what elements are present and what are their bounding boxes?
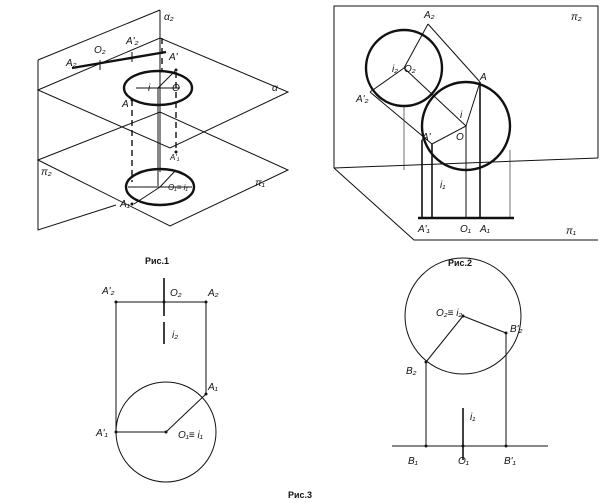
figure-3-left: A'₂ O₂ A₂ i₂ A₁ A'₁ O₁≡ i₁ <box>95 278 219 483</box>
label-O: O <box>172 83 180 94</box>
radius-O2-B2 <box>425 315 464 363</box>
label-A: A <box>479 72 487 83</box>
radius-lower-2 <box>133 186 161 205</box>
label-A1: A₁ <box>207 382 218 393</box>
label-A: A <box>121 99 129 110</box>
point-A2 <box>204 300 208 304</box>
figure-2: π₂ A₂ i₂ O₂ A A'₂ i A' O i₁ A'₁ O₁ A₁ π₁… <box>333 5 599 268</box>
figure-3-right: O₂≡ i₂ B'₂ B₂ i₁ B₁ O₁ B'₁ <box>392 257 548 467</box>
label-A2: A₂ <box>65 58 77 69</box>
label-A1p: A'₁ <box>417 224 430 235</box>
label-A2: A₂ <box>207 288 219 299</box>
radius-O2-A2p <box>369 67 405 93</box>
point-B1 <box>424 444 428 448</box>
label-pi1: π₁ <box>566 226 576 237</box>
radius-O-A <box>465 81 481 127</box>
plane-pi2-edge <box>37 60 117 231</box>
figure-1: α₂ α π₂ π₁ A₂ O₂ A'₂ A' A i O A'₁ O₁≡ i₁… <box>36 9 290 266</box>
caption-fig3: Рис.3 <box>288 490 312 500</box>
label-O1: O₁ <box>460 224 471 235</box>
point-O1 <box>164 430 168 434</box>
label-O2: O₂ <box>94 45 106 56</box>
label-pi1: π₁ <box>255 178 265 189</box>
plane-alpha <box>36 37 290 149</box>
label-i2: i₂ <box>392 64 398 75</box>
point-A1p <box>114 430 118 434</box>
label-O1i1: O₁≡ i₁ <box>178 430 203 441</box>
label-O1i1: O₁≡ i₁ <box>168 183 188 192</box>
plane-pi1 <box>36 111 290 227</box>
label-i2: i₂ <box>172 330 178 341</box>
label-alpha2: α₂ <box>164 12 174 23</box>
radius-O2-B2p <box>462 315 507 334</box>
label-pi2: π₂ <box>571 12 582 23</box>
projection-line-alpha <box>71 50 167 70</box>
label-A2: A₂ <box>423 10 435 21</box>
radius-O2-A2 <box>403 23 429 69</box>
label-A1p: A'₁ <box>95 428 108 439</box>
label-A1: A₁ <box>479 224 490 235</box>
plane-pi1 <box>333 167 598 241</box>
point-O2 <box>162 300 166 304</box>
point-O1 <box>461 444 465 448</box>
label-i1: i₁ <box>440 180 445 191</box>
label-B1: B₁ <box>408 456 418 467</box>
label-O2i2: O₂≡ i₂ <box>436 308 462 319</box>
link-A2p-Ap <box>369 91 433 145</box>
point-A1 <box>130 202 134 206</box>
label-A2p: A'₂ <box>125 36 139 47</box>
label-alpha: α <box>272 83 278 94</box>
point-B2 <box>424 360 428 364</box>
front-view-circle <box>404 257 522 375</box>
point-A-lower <box>130 98 134 102</box>
label-A1: A₁ <box>119 199 130 210</box>
link-O2-O <box>403 67 467 127</box>
radius-upper <box>157 69 177 89</box>
point-A1 <box>204 392 208 396</box>
circle-lower <box>124 167 196 207</box>
label-A1p: A'₁ <box>169 153 180 162</box>
point-A1p <box>174 150 178 154</box>
point-A <box>174 68 178 72</box>
plane-pi2-top <box>37 9 161 61</box>
label-Ap: A' <box>421 132 432 143</box>
label-pi2: π₂ <box>41 167 52 178</box>
label-B2: B₂ <box>406 366 417 377</box>
radius-O-Ap <box>431 125 467 145</box>
radius-diagonal <box>165 393 207 433</box>
label-i: i <box>148 83 151 94</box>
label-i1: i₁ <box>470 412 475 423</box>
point-A2p <box>114 300 118 304</box>
link-A2-A <box>427 23 481 83</box>
point-B1p <box>504 444 508 448</box>
label-O: O <box>456 132 464 143</box>
label-B2p: B'₂ <box>510 324 523 335</box>
label-O2: O₂ <box>404 64 416 75</box>
plane-pi2 <box>333 5 599 168</box>
label-O2: O₂ <box>170 288 182 299</box>
radius-lower <box>159 169 177 188</box>
caption-fig1: Рис.1 <box>145 256 169 266</box>
label-i: i <box>460 110 463 121</box>
label-Ap: A' <box>168 52 179 63</box>
point-O2 <box>461 314 465 318</box>
label-A2p: A'₂ <box>101 286 115 297</box>
label-A2p: A'₂ <box>355 94 369 105</box>
caption-fig2: Рис.2 <box>448 258 472 268</box>
point-B2p <box>504 331 508 335</box>
label-B1p: B'₁ <box>504 456 516 467</box>
label-O1: O₁ <box>458 456 469 467</box>
